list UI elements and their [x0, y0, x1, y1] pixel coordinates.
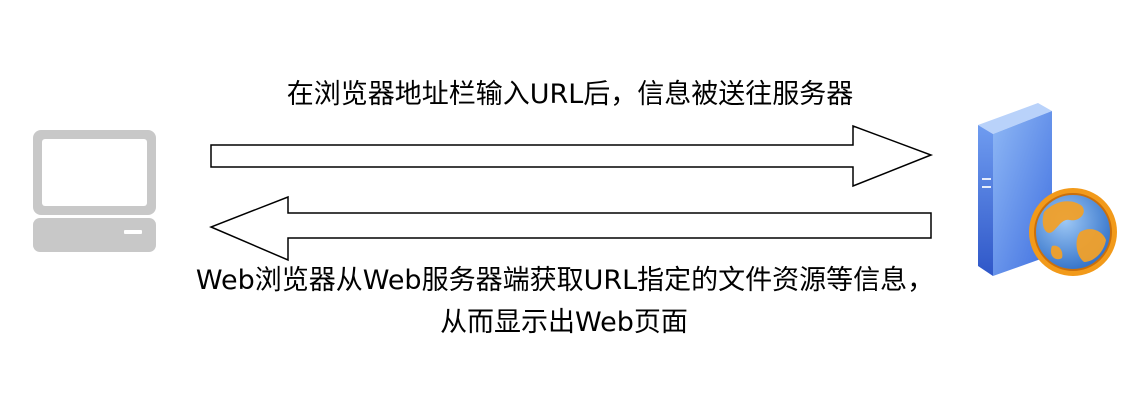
computer-icon	[33, 130, 156, 252]
web-server-globe-icon	[978, 103, 1117, 276]
request-label: 在浏览器地址栏输入URL后，信息被送往服务器	[286, 79, 854, 110]
request-arrow	[210, 124, 934, 188]
response-label-line1: Web浏览器从Web服务器端获取URL指定的文件资源等信息，	[195, 265, 935, 296]
response-arrow	[209, 195, 932, 262]
response-label-line2: 从而显示出Web页面	[440, 307, 688, 338]
